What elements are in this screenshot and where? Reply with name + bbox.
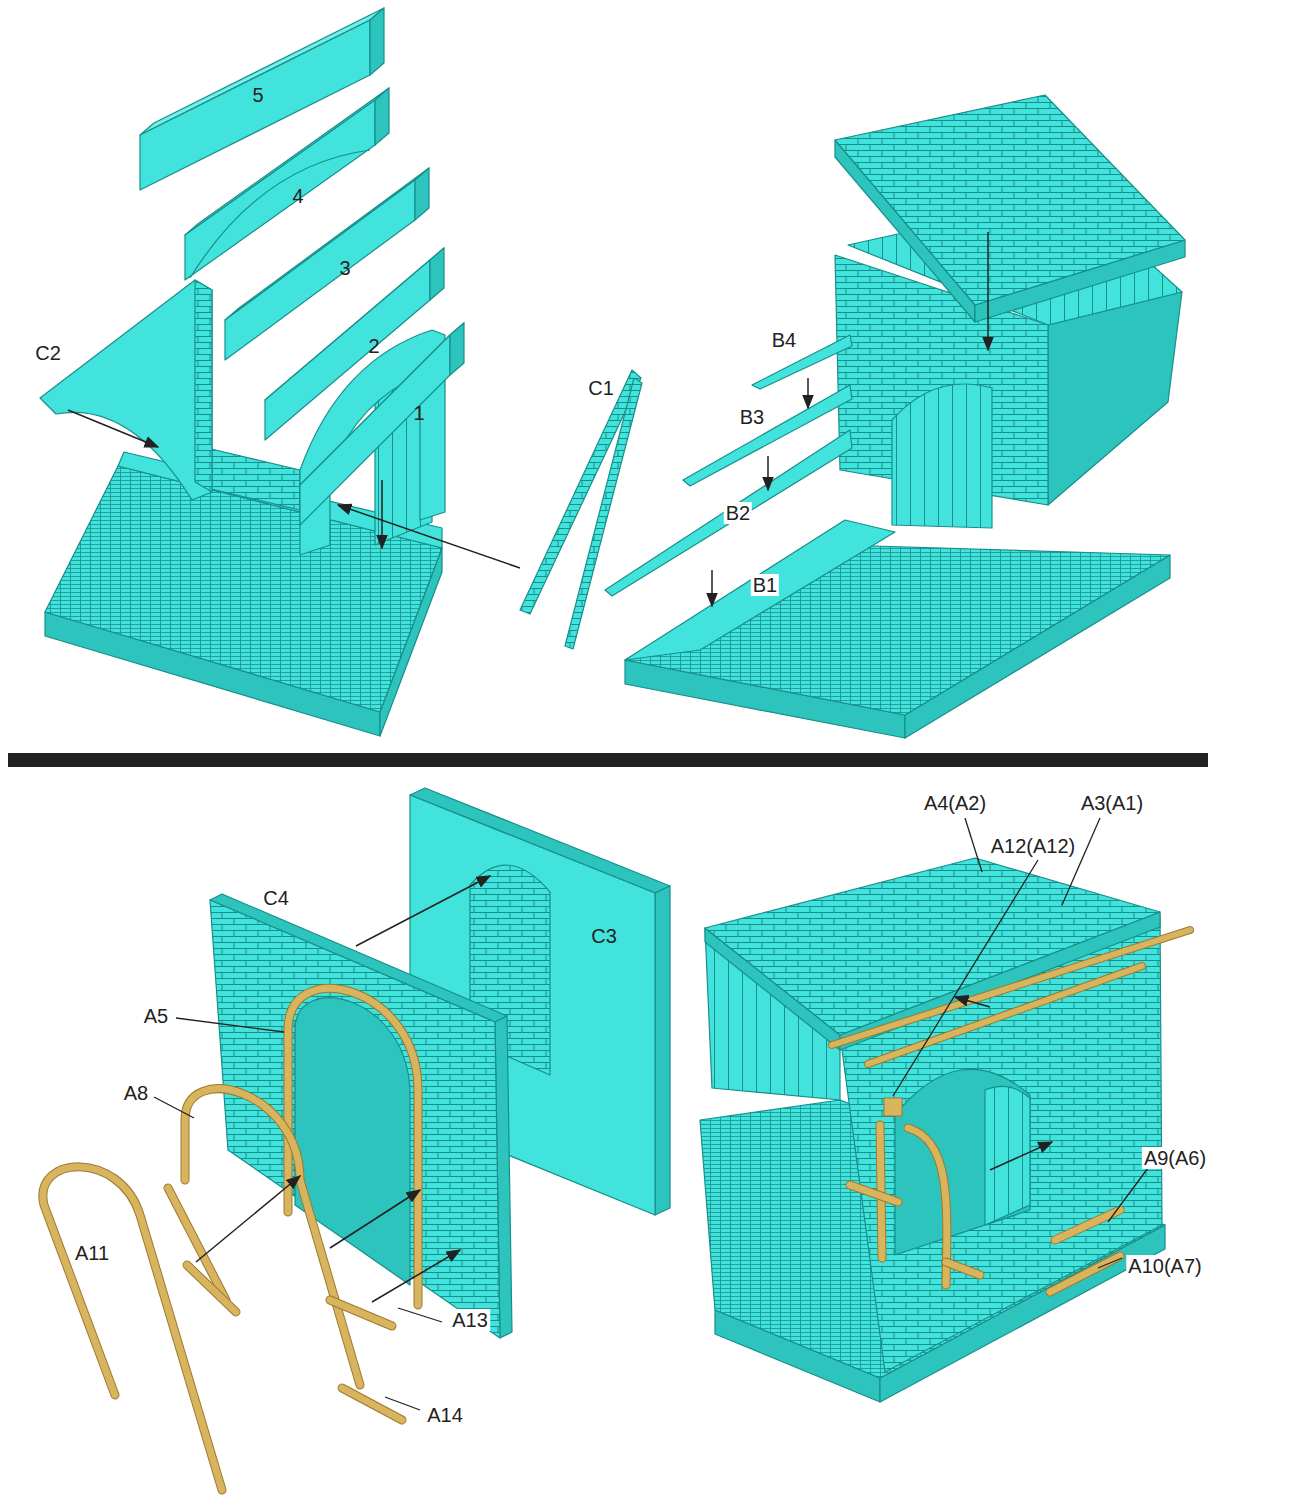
brass-strip: [850, 1185, 898, 1202]
brass-strip: [1055, 1210, 1120, 1240]
callout-number: 3: [337, 257, 352, 279]
leader-line: [176, 1018, 284, 1032]
part-label: A14: [425, 1404, 465, 1426]
brass-strip: [342, 1388, 402, 1420]
assembly-arrow: [990, 1142, 1052, 1170]
leader-line: [1108, 1168, 1148, 1222]
arch-opening: [895, 1069, 1030, 1255]
leader-line: [398, 1308, 442, 1322]
assembly-arrow: [372, 1250, 460, 1302]
arch-side-piece: [40, 280, 212, 500]
part-label: C4: [261, 887, 291, 909]
brass-strip: [1055, 1210, 1120, 1240]
arch-curve: [190, 150, 370, 278]
brass-strip: [868, 966, 1142, 1064]
leader-line: [385, 1397, 420, 1410]
assembly-arrow: [330, 1190, 420, 1248]
beam-end: [415, 168, 429, 220]
parts: [8, 8, 1208, 1490]
part-label: A12(A12): [989, 835, 1078, 857]
brass-strip: [946, 1262, 980, 1275]
part-label: B1: [751, 574, 779, 596]
part-label: A5: [142, 1005, 170, 1027]
brass-strip: [832, 930, 1190, 1045]
part-label: C3: [589, 925, 619, 947]
leader-line: [1098, 1258, 1122, 1268]
assembly-arrow: [338, 505, 520, 568]
assembly-arrow: [711, 570, 713, 606]
assembly-arrow: [955, 997, 990, 1007]
brass-strip: [288, 988, 418, 1305]
brass-strip: [288, 988, 418, 1305]
brass-strip: [868, 966, 1142, 1064]
brass-strip: [187, 1265, 236, 1312]
callout-number: 1: [411, 402, 426, 424]
brass-strip: [43, 1167, 222, 1490]
leader-line: [154, 1097, 194, 1118]
beam-front: [140, 20, 370, 190]
part-label: A8: [122, 1082, 150, 1104]
leader-line: [893, 860, 1038, 1096]
part-label: A11: [73, 1242, 111, 1264]
brass-strip: [908, 1128, 947, 1285]
assembly-arrow: [68, 410, 158, 447]
beam-end: [375, 88, 389, 145]
assembly-arrow: [196, 1176, 300, 1262]
part-label: A10(A7): [1126, 1255, 1203, 1277]
brass-strip: [1050, 1256, 1120, 1292]
brass-strip: [187, 1265, 236, 1312]
callout-number: 2: [366, 335, 381, 357]
assembly-arrow: [807, 378, 809, 408]
divider-bar: [8, 753, 1208, 767]
part-label: C2: [33, 342, 63, 364]
door-panel: [892, 384, 992, 528]
leader-line: [1062, 818, 1100, 905]
brass-strip: [832, 930, 1190, 1045]
part-label: B4: [770, 329, 798, 351]
part-label: A13: [450, 1309, 490, 1331]
stair-wedge: [752, 335, 852, 389]
part-label: A3(A1): [1079, 792, 1145, 814]
brass-strip: [946, 1262, 980, 1275]
side-face: [1048, 292, 1182, 505]
arch-opening: [295, 998, 410, 1285]
roof-slab: [705, 858, 1160, 1035]
brass-strip: [342, 1388, 402, 1420]
brass-strip: [850, 1185, 898, 1202]
beam-end: [450, 323, 464, 375]
callout-number: 5: [250, 84, 265, 106]
assembly-arrow: [381, 480, 383, 548]
brass-strip: [330, 1300, 392, 1326]
assembly-arrow: [987, 232, 989, 350]
brass-strip: [185, 1089, 360, 1385]
ramp-b1: [625, 520, 895, 660]
beam-end: [430, 248, 444, 300]
leader-line: [965, 818, 982, 872]
brick-wall: [210, 900, 500, 1338]
brass-keystone: [884, 1098, 902, 1116]
brass-strip: [43, 1167, 222, 1490]
base-slab: [45, 466, 442, 712]
assembly-arrow: [767, 456, 769, 490]
callout-number: 4: [290, 185, 305, 207]
part-label: A4(A2): [922, 792, 988, 814]
brass-strip: [185, 1089, 360, 1385]
brass-strip: [330, 1300, 392, 1326]
beam-end: [370, 8, 384, 75]
part-label: B3: [738, 406, 766, 428]
brass-strip: [908, 1128, 947, 1285]
panel-edge: [655, 886, 670, 1215]
roof-slab: [835, 95, 1185, 305]
brick-edge: [195, 280, 212, 492]
stair-wedge: [605, 430, 852, 596]
brass-strip: [1050, 1256, 1120, 1292]
slanted-wall-piece: [565, 378, 642, 649]
slanted-wall-piece: [520, 370, 641, 614]
part-label: B2: [724, 502, 752, 524]
part-label: C1: [586, 377, 616, 399]
part-label: A9(A6): [1142, 1147, 1208, 1169]
assembly-arrow: [356, 876, 490, 946]
